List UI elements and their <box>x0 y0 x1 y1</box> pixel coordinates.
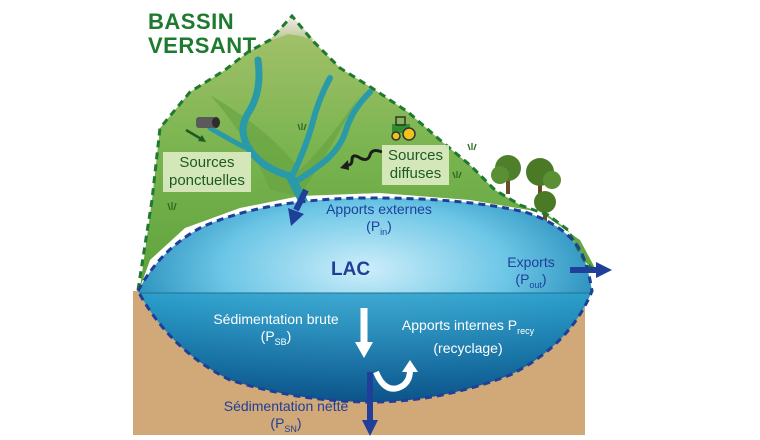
diagram-title: BASSIN VERSANT <box>148 10 257 58</box>
sources-diffuses-line1: Sources <box>388 147 443 165</box>
exports-text: Exports <box>500 254 562 271</box>
sedimentation-brute-symbol: (PSB) <box>206 328 346 351</box>
apports-externes-label: Apports externes (Pin) <box>310 201 448 241</box>
sources-ponctuelles-line2: ponctuelles <box>169 172 245 190</box>
apports-internes-text: Apports internes Precy <box>380 317 556 340</box>
sedimentation-nette-label: Sédimentation nette (PSN) <box>214 398 358 438</box>
apports-internes-label: Apports internes Precy (recyclage) <box>380 317 556 357</box>
apports-externes-text: Apports externes <box>310 201 448 218</box>
sedimentation-brute-text: Sédimentation brute <box>206 311 346 328</box>
apports-externes-symbol: (Pin) <box>310 218 448 241</box>
lac-label: LAC <box>331 259 370 281</box>
title-line1: BASSIN <box>148 10 257 34</box>
sources-ponctuelles-line1: Sources <box>169 154 245 172</box>
apports-internes-paren: (recyclage) <box>380 340 556 357</box>
exports-symbol: (Pout) <box>500 271 562 294</box>
sedimentation-brute-label: Sédimentation brute (PSB) <box>206 311 346 351</box>
exports-label: Exports (Pout) <box>500 254 562 294</box>
sources-ponctuelles-label: Sources ponctuelles <box>163 152 251 192</box>
title-line2: VERSANT <box>148 34 257 58</box>
sources-diffuses-label: Sources diffuses <box>382 145 449 185</box>
sedimentation-nette-symbol: (PSN) <box>214 415 358 438</box>
sources-diffuses-line2: diffuses <box>388 165 443 183</box>
sedimentation-nette-text: Sédimentation nette <box>214 398 358 415</box>
